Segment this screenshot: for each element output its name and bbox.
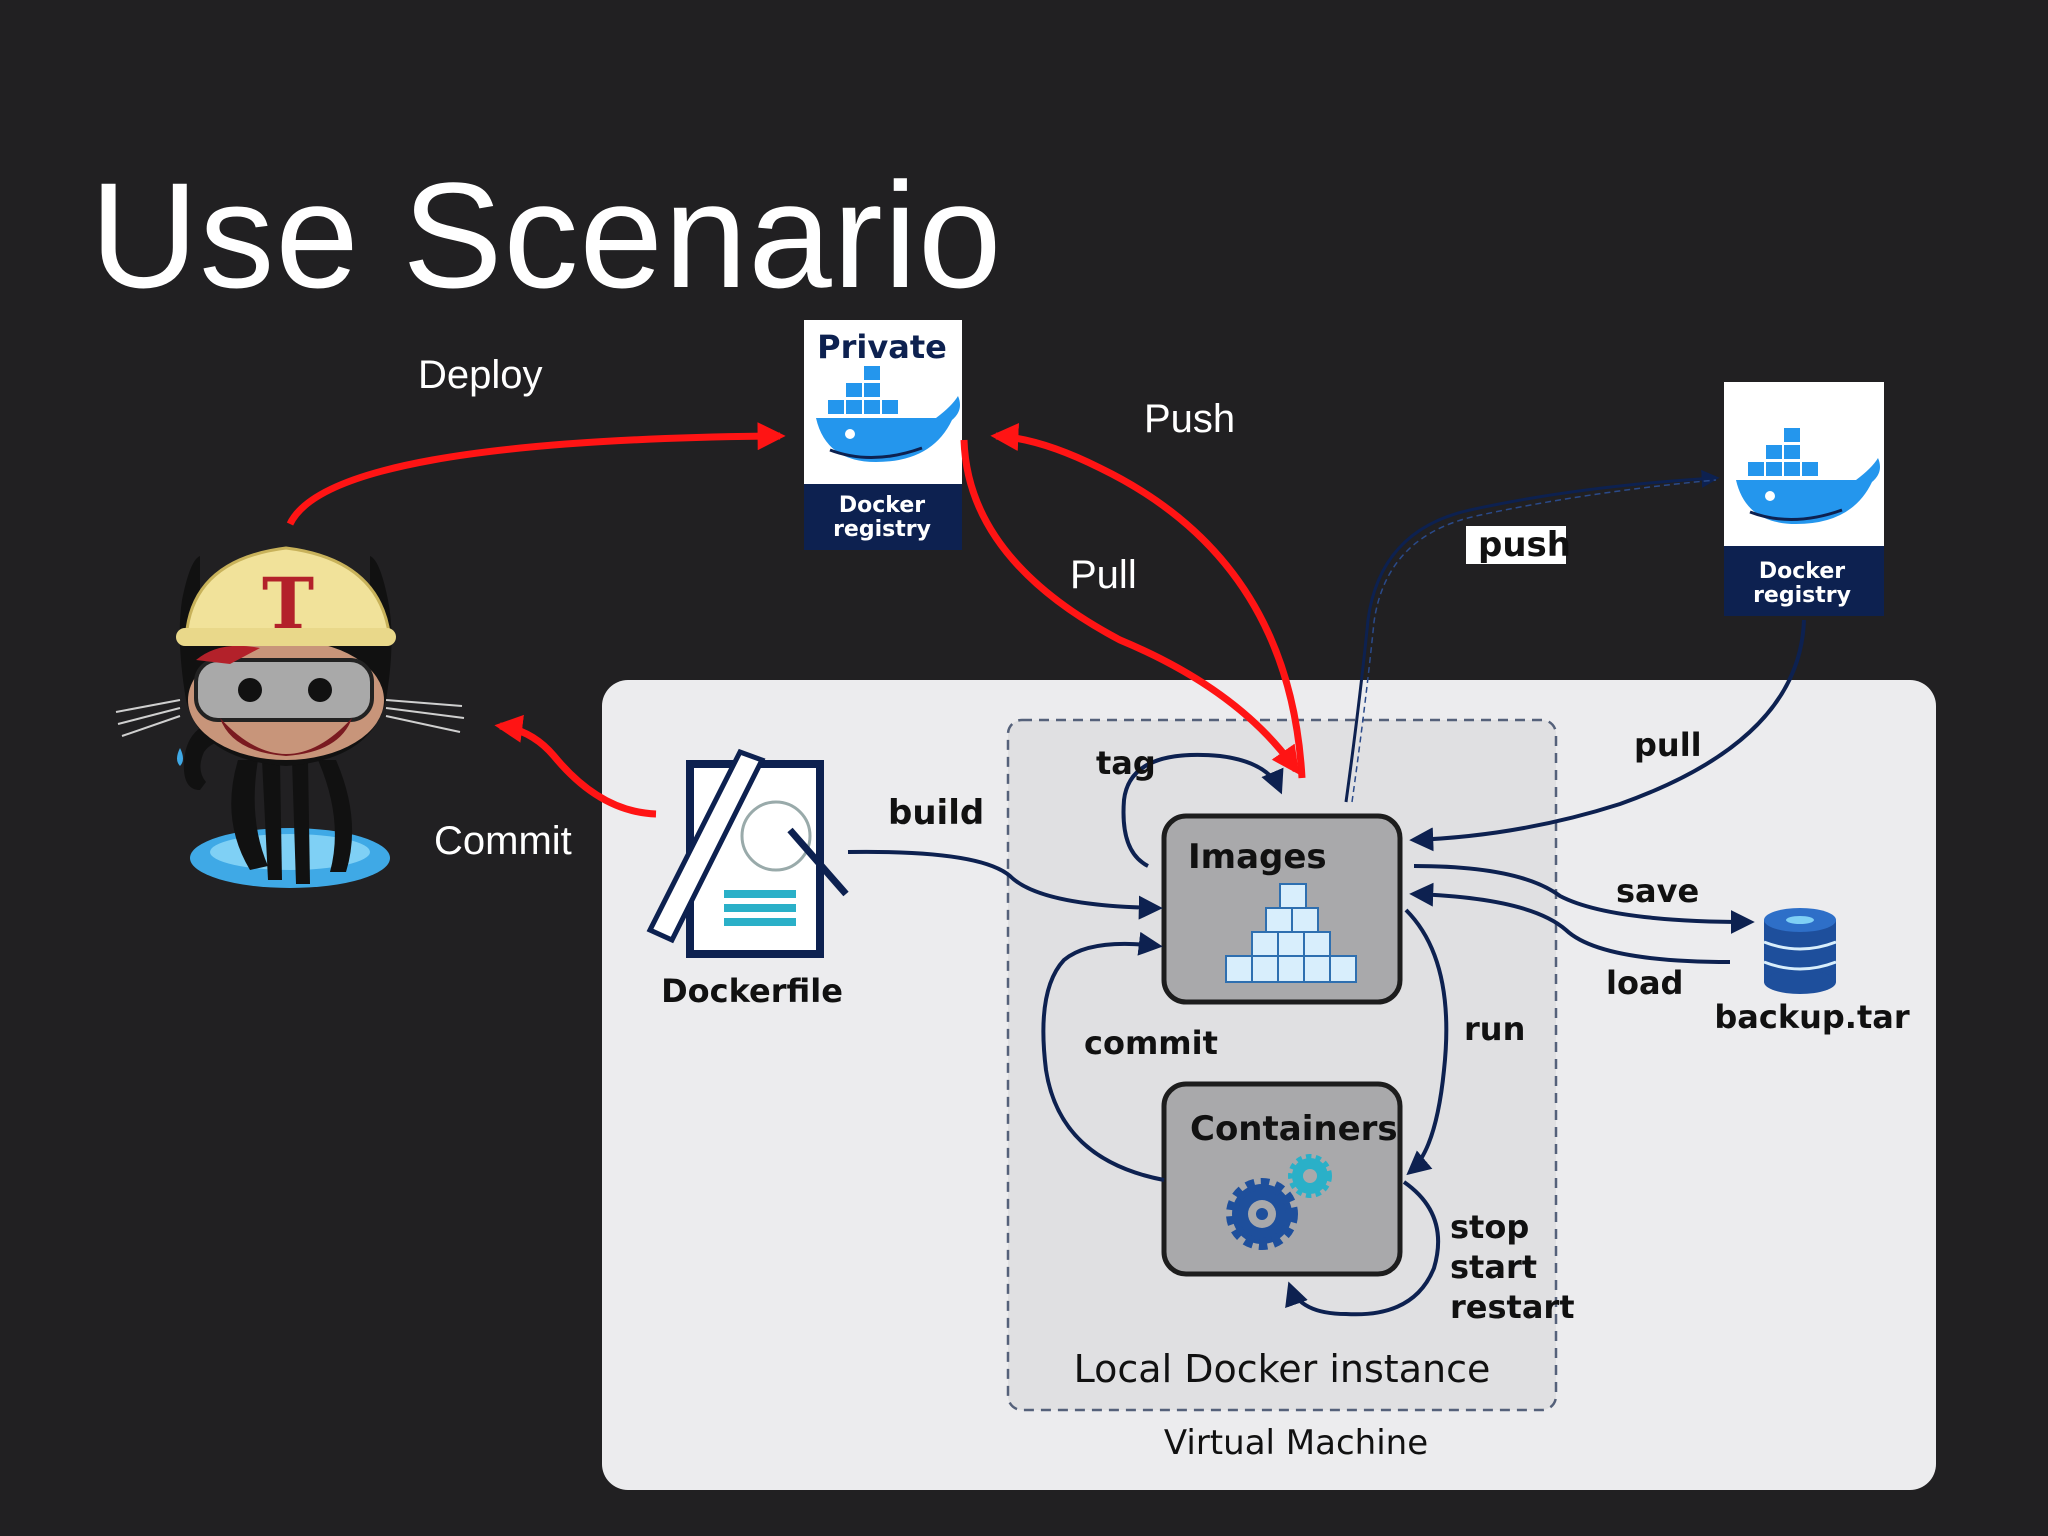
svg-text:T: T: [262, 562, 314, 645]
push-public-arrow: [1344, 469, 1720, 803]
private-registry-label-line1: Docker: [839, 493, 925, 518]
database-icon: [1763, 908, 1837, 994]
containers-node: Containers: [1161, 1081, 1403, 1277]
gears-icon: [1226, 1154, 1332, 1250]
containers-label: Containers: [1190, 1109, 1398, 1149]
backup-label: backup.tar: [1714, 998, 1909, 1036]
pull-public-arrow: [1409, 619, 1806, 852]
lifecycle-label-restart: restart: [1450, 1288, 1575, 1326]
commit-ci-arrow: [494, 714, 657, 818]
private-docker-registry: Private Docker registry: [804, 320, 962, 550]
commit-label: commit: [1084, 1024, 1218, 1062]
private-registry-label-line2: registry: [833, 517, 931, 542]
lifecycle-label-start: start: [1450, 1248, 1537, 1286]
push-private-label: Push: [1144, 397, 1235, 441]
pull-private-label: Pull: [1070, 553, 1137, 597]
push-public-arrow-shadow: [1351, 479, 1717, 803]
slide-title: Use Scenario: [90, 151, 1003, 319]
build-arrow: [847, 849, 1163, 920]
pull-private-arrow: [960, 439, 1300, 775]
images-node: Images: [1161, 813, 1403, 1005]
private-registry-top-label: Private: [817, 328, 947, 366]
push-public-label: push: [1478, 525, 1571, 565]
octocat-jenkins-mascot-icon: T: [115, 546, 465, 888]
commit-ci-label: Commit: [434, 819, 572, 863]
deploy-label: Deploy: [418, 353, 543, 397]
tag-arrow: [1121, 753, 1284, 868]
document-ruler-icon: [646, 748, 849, 958]
load-label: load: [1606, 964, 1683, 1002]
lifecycle-label-stop: stop: [1450, 1208, 1529, 1246]
dockerfile-node: Dockerfile: [646, 748, 849, 1010]
commit-arrow: [1041, 931, 1165, 1182]
public-registry-label-line1: Docker: [1759, 559, 1845, 584]
stacked-cubes-icon: [1225, 883, 1357, 983]
push-private-arrow: [990, 423, 1306, 779]
public-registry-label-line2: registry: [1753, 583, 1851, 608]
lifecycle-arrow: [1285, 1180, 1441, 1317]
run-arrow: [1404, 908, 1449, 1176]
build-label: build: [888, 793, 984, 833]
public-docker-registry: Docker registry: [1724, 382, 1884, 616]
deploy-arrow: [286, 422, 786, 526]
save-label: save: [1616, 872, 1699, 910]
run-label: run: [1464, 1010, 1525, 1048]
dockerfile-label: Dockerfile: [661, 972, 843, 1010]
virtual-machine-label: Virtual Machine: [1164, 1423, 1428, 1463]
images-label: Images: [1188, 837, 1327, 877]
push-public-label-bg: [1466, 526, 1566, 564]
load-arrow: [1409, 882, 1731, 964]
pull-public-label: pull: [1634, 726, 1702, 764]
save-arrow: [1413, 864, 1755, 934]
tag-label: tag: [1096, 744, 1156, 782]
backup-node: backup.tar: [1714, 908, 1910, 1036]
docker-whale-icon: [816, 366, 960, 462]
local-docker-label: Local Docker instance: [1074, 1347, 1491, 1391]
docker-whale-icon: [1736, 428, 1880, 524]
